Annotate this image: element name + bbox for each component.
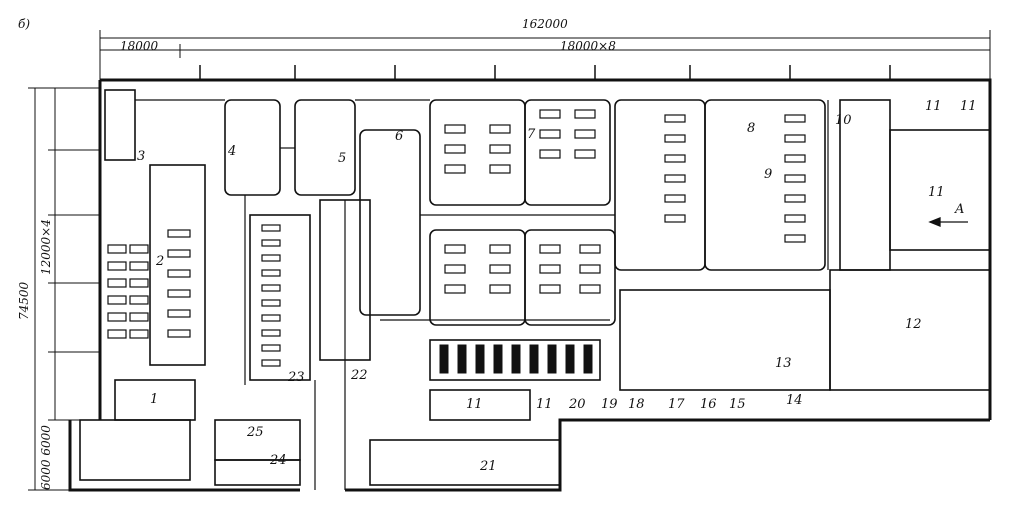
zone-label: 11 xyxy=(925,99,942,114)
zone-label: 19 xyxy=(601,397,618,412)
zone-label: 6 xyxy=(395,129,404,144)
zone-label: 23 xyxy=(288,370,305,385)
zone-label: 13 xyxy=(775,356,792,371)
zone-label: 25 xyxy=(247,425,264,440)
zone-label: 20 xyxy=(569,397,586,412)
zone-label: 1 xyxy=(150,392,159,407)
zone-label: 3 xyxy=(137,149,146,164)
span-grid-dimension: 12000×4 xyxy=(39,219,53,275)
first-bay-dimension: 18000 xyxy=(120,39,159,53)
zone-label: 8 xyxy=(747,121,756,136)
zone-label: 14 xyxy=(786,393,803,408)
zone-label: 10 xyxy=(835,113,852,128)
zone-label: 11 xyxy=(960,99,977,114)
figure-label: б) xyxy=(18,17,31,31)
zone-label: 9 xyxy=(764,167,773,182)
zone-label: 16 xyxy=(700,397,717,412)
zone-label: 22 xyxy=(351,368,368,383)
zone-label: 21 xyxy=(480,459,497,474)
zone-label: 7 xyxy=(527,127,536,142)
overall-width-dimension: 74500 xyxy=(17,281,31,320)
zone-label: 11 xyxy=(536,397,553,412)
edge-spans-dimension: 6000 6000 xyxy=(39,425,53,490)
zone-label: 11 xyxy=(928,185,945,200)
bays-dimension: 18000×8 xyxy=(560,39,616,53)
zone-label: 17 xyxy=(668,397,685,412)
zone-label: 11 xyxy=(466,397,483,412)
zone-label: 5 xyxy=(338,151,347,166)
zone-label: 24 xyxy=(270,453,287,468)
zone-label: 12 xyxy=(905,317,922,332)
overall-length-dimension: 162000 xyxy=(522,17,568,31)
zone-label: 18 xyxy=(628,397,645,412)
view-marker: A xyxy=(955,202,965,217)
zone-label: 4 xyxy=(228,144,237,159)
zone-label: 2 xyxy=(156,254,165,269)
zone-label: 15 xyxy=(729,397,746,412)
